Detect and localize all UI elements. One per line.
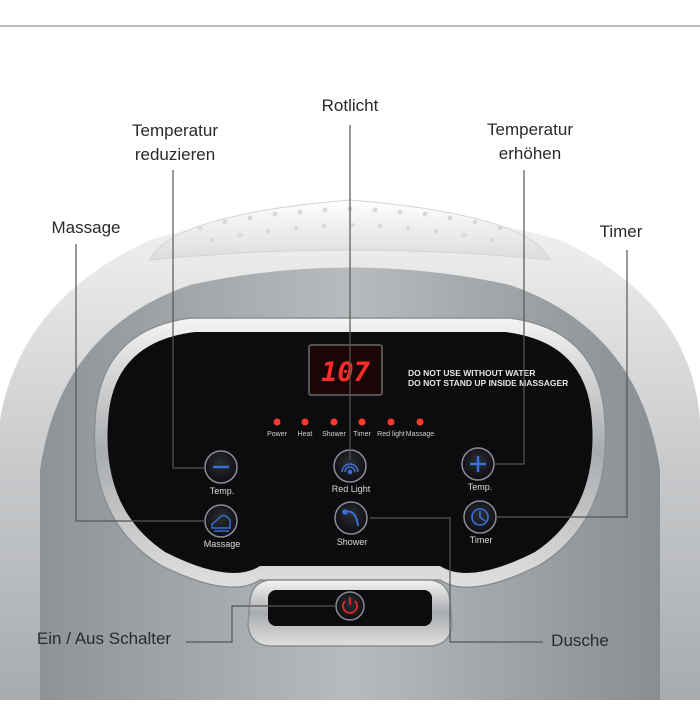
indicator-shower: Shower [322, 431, 346, 438]
timer-label: Timer [470, 535, 493, 545]
shower-button[interactable]: Shower [334, 501, 368, 547]
led-display-frame [308, 344, 383, 396]
massage-label: Massage [204, 539, 241, 549]
massage-button[interactable]: Massage [204, 504, 241, 549]
temp-down-button[interactable]: Temp. [204, 450, 238, 496]
callout-dusche: Dusche [551, 631, 609, 650]
callout-temp-down-line2: reduzieren [134, 145, 216, 164]
indicator-red-light: Red light [377, 431, 405, 438]
power-icon [342, 597, 358, 614]
indicator-heat: Heat [298, 431, 313, 438]
warning-line-1: DO NOT USE WITHOUT WATER [408, 368, 535, 378]
timer-button[interactable]: Timer [463, 500, 497, 545]
temp-down-label: Temp. [210, 486, 235, 496]
red-light-label: Red Light [332, 484, 371, 494]
callout-power-switch: Ein / Aus Schalter [36, 629, 172, 648]
warning-line-2: DO NOT STAND UP INSIDE MASSAGER [408, 378, 568, 388]
callout-rotlicht: Rotlicht [321, 96, 379, 115]
power-button[interactable] [335, 591, 365, 621]
indicator-massage: Massage [406, 431, 435, 438]
callout-massage: Massage [51, 218, 121, 237]
red-light-icon [341, 463, 359, 475]
rim-dots [197, 206, 503, 243]
callout-timer: Timer [599, 222, 643, 241]
indicator-row: Power Heat Shower Timer Red light Massag… [267, 418, 435, 438]
clock-icon [471, 508, 489, 526]
plus-icon [470, 456, 486, 472]
callout-temp-down-line1: Temperatur [132, 121, 218, 140]
indicator-power: Power [267, 431, 288, 438]
temp-up-button[interactable]: Temp. [461, 447, 495, 492]
temperature-display: 107 [321, 357, 371, 388]
temp-up-label: Temp. [468, 482, 493, 492]
callout-temp-up-line1: Temperatur [487, 120, 573, 139]
callout-temp-up-line2: erhöhen [498, 144, 562, 163]
indicator-timer: Timer [353, 431, 371, 438]
shower-icon [342, 509, 359, 527]
massage-icon [211, 514, 231, 532]
callout-lines [75, 125, 628, 643]
shower-label: Shower [337, 537, 368, 547]
